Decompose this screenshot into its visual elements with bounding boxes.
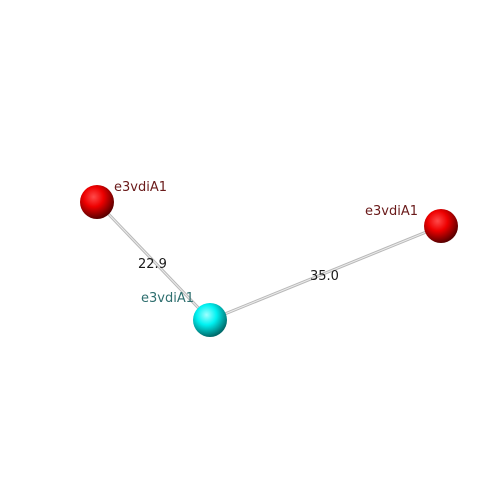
- edge-labels-layer: 22.9 35.0: [138, 257, 339, 284]
- edge-line-highlight: [209, 225, 442, 321]
- edges-layer: [95, 200, 442, 322]
- atom-label: e3vdiA1: [365, 204, 418, 219]
- atom-label: e3vdiA1: [114, 180, 167, 195]
- distance-label: 35.0: [310, 269, 339, 284]
- atom-node[interactable]: [80, 185, 114, 219]
- atom-label: e3vdiA1: [141, 291, 194, 306]
- atom-node[interactable]: [193, 303, 227, 337]
- node-labels-layer: e3vdiA1 e3vdiA1 e3vdiA1: [114, 180, 418, 306]
- edge-line-highlight: [96, 201, 211, 321]
- nodes-layer: [80, 185, 458, 337]
- atom-node[interactable]: [424, 209, 458, 243]
- distance-label: 22.9: [138, 257, 167, 272]
